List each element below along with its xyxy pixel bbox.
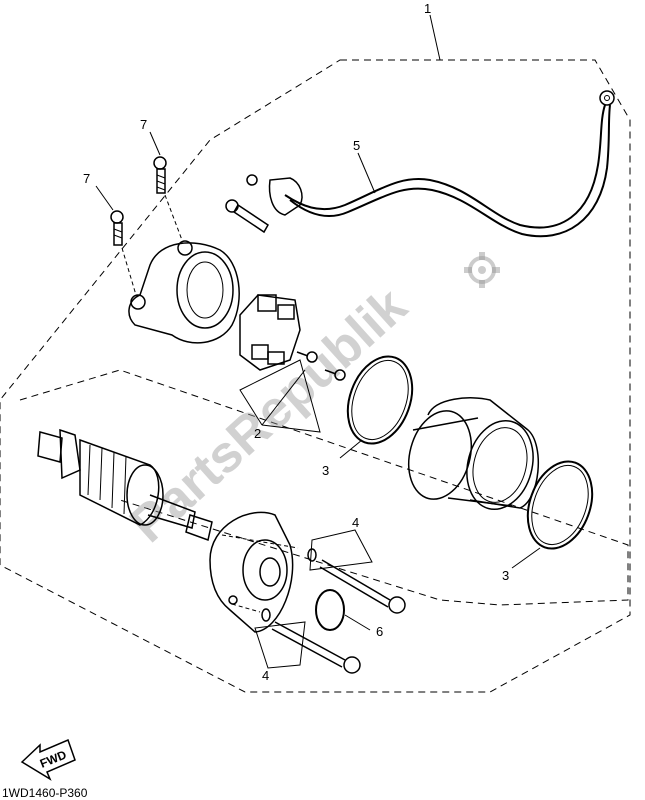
bolt-lower xyxy=(110,210,124,246)
o-ring-lower xyxy=(526,460,594,550)
callout-3-upper: 3 xyxy=(322,463,329,478)
long-bolt-lower xyxy=(271,621,361,674)
subassembly-boundary xyxy=(19,369,629,606)
callout-7-lower: 7 xyxy=(83,171,90,186)
o-ring-small xyxy=(315,589,345,631)
callout-6: 6 xyxy=(376,624,383,639)
long-bolt-upper xyxy=(319,559,406,614)
callout-5: 5 xyxy=(353,138,360,153)
armature xyxy=(37,428,213,541)
front-cover xyxy=(209,511,294,633)
washer-lower xyxy=(261,608,271,622)
callout-4-lower: 4 xyxy=(262,668,269,683)
brush-holder xyxy=(239,294,346,381)
yoke xyxy=(408,397,540,510)
assembly-boundary xyxy=(0,59,631,693)
callout-4-upper: 4 xyxy=(352,515,359,530)
rear-cover xyxy=(128,240,240,344)
callout-7-upper: 7 xyxy=(140,117,147,132)
bolt-upper xyxy=(153,156,167,194)
callout-3-lower: 3 xyxy=(502,568,509,583)
fwd-arrow-icon: FWD xyxy=(20,738,76,781)
watermark-text: PartsRepublik xyxy=(119,277,418,554)
o-ring-upper xyxy=(346,355,414,445)
callout-2: 2 xyxy=(254,426,261,441)
starter-cable xyxy=(225,90,615,238)
callout-1: 1 xyxy=(424,1,431,16)
gear-icon xyxy=(464,252,500,288)
washer-upper xyxy=(307,548,317,562)
drawing-code: 1WD1460-P360 xyxy=(2,786,88,800)
